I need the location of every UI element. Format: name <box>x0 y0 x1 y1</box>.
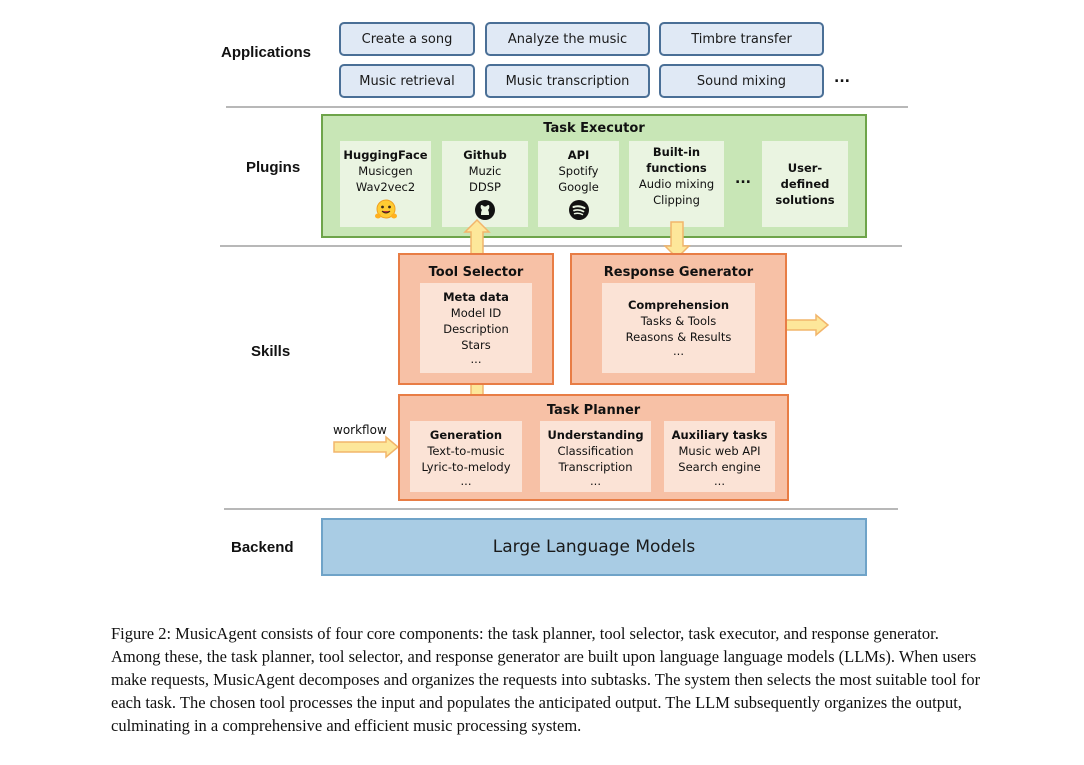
figure-caption: Figure 2: MusicAgent consists of four co… <box>111 624 981 735</box>
tool-selector-title: Tool Selector <box>428 265 524 280</box>
tool-selector-line: ... <box>470 352 482 366</box>
plugin-github-title: Github <box>463 148 507 162</box>
plugin-builtin-line: Clipping <box>653 193 700 207</box>
response-generator-content: Comprehension Tasks & Tools Reasons & Re… <box>602 283 755 373</box>
planner-generation-line: ... <box>460 474 472 488</box>
workflow-label: workflow <box>333 423 387 437</box>
plugin-api-line: Spotify <box>558 164 599 178</box>
plugin-github: Github Muzic DDSP <box>442 141 528 227</box>
applications-more: ... <box>834 70 850 86</box>
plugin-github-line: Muzic <box>468 164 502 178</box>
huggingface-icon <box>374 199 397 219</box>
app-analyze-music: Analyze the music <box>485 22 650 56</box>
divider-3 <box>224 508 898 510</box>
plugin-user-defined-line: solutions <box>775 193 835 207</box>
arrow-workflow <box>333 435 400 459</box>
row-label-applications: Applications <box>221 44 312 61</box>
plugin-builtin-title: functions <box>646 161 707 175</box>
planner-generation-heading: Generation <box>429 428 503 442</box>
response-generator-line: Tasks & Tools <box>640 314 717 328</box>
plugin-builtin-line: Audio mixing <box>638 177 715 191</box>
arrow-tool-to-executor <box>463 218 491 257</box>
tool-selector-line: Stars <box>461 338 491 352</box>
plugin-huggingface-line: Musicgen <box>358 164 413 178</box>
tool-selector-heading: Meta data <box>443 290 509 304</box>
plugin-huggingface-line: Wav2vec2 <box>355 180 416 194</box>
planner-generation-line: Text-to-music <box>427 444 505 458</box>
plugin-user-defined-line: defined <box>780 177 830 191</box>
plugins-more: ... <box>735 171 751 187</box>
app-music-transcription: Music transcription <box>485 64 650 98</box>
planner-understanding-heading: Understanding <box>547 428 644 442</box>
row-label-backend: Backend <box>231 539 294 556</box>
response-generator-heading: Comprehension <box>627 298 730 312</box>
planner-auxiliary-line: Music web API <box>678 444 761 458</box>
planner-auxiliary-line: ... <box>714 474 725 488</box>
row-label-plugins: Plugins <box>246 159 301 176</box>
response-generator-title: Response Generator <box>603 265 754 280</box>
planner-auxiliary: Auxiliary tasks Music web API Search eng… <box>664 421 775 492</box>
tool-selector-content: Meta data Model ID Description Stars ... <box>420 283 532 373</box>
app-create-song: Create a song <box>339 22 475 56</box>
tool-selector-line: Description <box>443 322 509 336</box>
planner-auxiliary-line: Search engine <box>678 460 761 474</box>
planner-understanding-line: Transcription <box>558 460 633 474</box>
plugin-user-defined-line: User- <box>787 161 823 175</box>
plugin-builtin-title: Built-in <box>652 145 701 159</box>
spotify-icon <box>568 200 589 220</box>
app-sound-mixing: Sound mixing <box>659 64 824 98</box>
plugin-api-line: Google <box>558 180 599 194</box>
plugin-api-title: API <box>567 148 590 162</box>
arrow-executor-to-response <box>663 221 691 260</box>
app-timbre-transfer: Timbre transfer <box>659 22 824 56</box>
task-planner-title: Task Planner <box>546 403 641 418</box>
planner-generation: Generation Text-to-music Lyric-to-melody… <box>410 421 522 492</box>
app-music-retrieval: Music retrieval <box>339 64 475 98</box>
arrows-layer <box>333 218 830 459</box>
response-generator-line: ... <box>673 344 684 358</box>
divider-1 <box>226 106 908 108</box>
plugin-huggingface: HuggingFace Musicgen Wav2vec2 <box>340 141 431 227</box>
tool-selector-line: Model ID <box>450 306 502 320</box>
planner-understanding-line: ... <box>590 474 601 488</box>
planner-auxiliary-heading: Auxiliary tasks <box>671 428 768 442</box>
plugin-user-defined: User- defined solutions <box>762 141 848 227</box>
llm-box: Large Language Models <box>321 518 867 576</box>
planner-understanding: Understanding Classification Transcripti… <box>540 421 651 492</box>
planner-generation-line: Lyric-to-melody <box>421 460 511 474</box>
planner-understanding-line: Classification <box>557 444 634 458</box>
plugin-api: API Spotify Google <box>538 141 619 227</box>
arrow-output <box>785 313 830 337</box>
response-generator-line: Reasons & Results <box>625 330 732 344</box>
divider-2 <box>220 245 902 247</box>
row-label-skills: Skills <box>251 343 291 360</box>
plugin-huggingface-title: HuggingFace <box>343 148 428 162</box>
task-executor-title: Task Executor <box>543 121 645 136</box>
github-icon <box>475 200 495 220</box>
plugin-github-line: DDSP <box>469 180 501 194</box>
plugin-builtin: Built-in functions Audio mixing Clipping <box>629 141 724 227</box>
